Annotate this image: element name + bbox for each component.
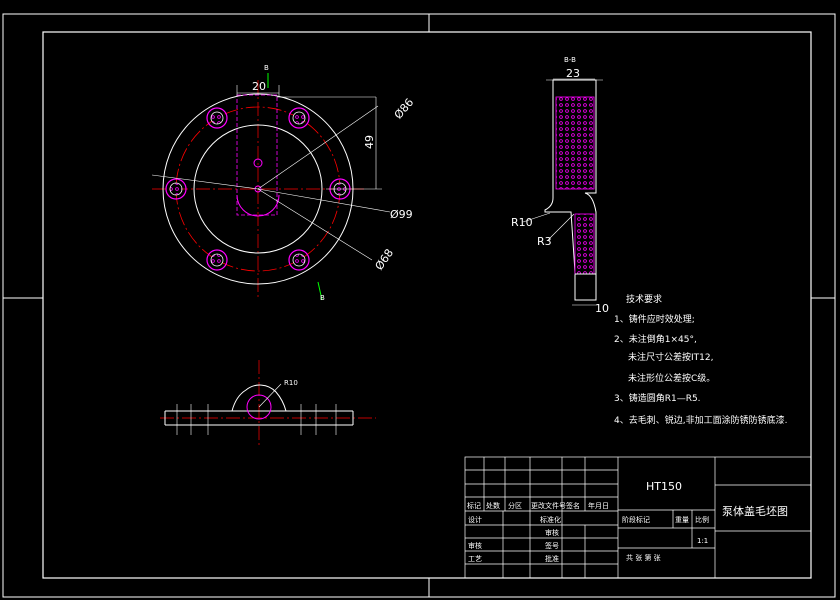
tech-item-2: 2、未注倒角1×45°,	[614, 333, 697, 345]
bolt-hole	[288, 107, 310, 129]
bolt-hole-core	[210, 111, 224, 125]
section-radius-large: R10	[511, 216, 533, 229]
top-dim-width: 20	[252, 80, 266, 93]
inner-frame	[42, 31, 812, 579]
hdr-nianyueri: 年月日	[588, 501, 609, 510]
mid-qianhao: 签号	[545, 541, 559, 550]
tech-item-1: 1、铸件应时效处理;	[614, 313, 695, 325]
bolt-hole	[288, 249, 310, 271]
bolt-hole-core	[210, 253, 224, 267]
bolt-hole-core	[292, 111, 306, 125]
dia-outer-label: Ø86	[392, 96, 417, 122]
tech-item-5: 3、铸造圆角R1—R5.	[614, 392, 701, 404]
section-dim-width: 23	[566, 67, 580, 80]
mid-pizhun: 批准	[545, 554, 559, 563]
tech-item-6: 4、去毛刺、锐边,非加工面涂防锈防锈底漆.	[614, 414, 787, 426]
scale-value: 1:1	[697, 537, 708, 545]
hdr-qianming: 签名	[566, 501, 580, 510]
dia-pcd-label: Ø99	[390, 208, 413, 221]
section-view: B-B 23 R10 R3 10	[511, 56, 609, 315]
front-radius-label: R10	[284, 379, 298, 387]
hdr-chushu: 处数	[486, 501, 500, 510]
section-label-top: B	[264, 64, 269, 72]
front-view: R10	[160, 360, 376, 445]
mid-shenhe: 审核	[545, 528, 559, 537]
top-dim-height: 49	[363, 135, 376, 149]
section-title: B-B	[564, 56, 576, 64]
drawing-name: 泵体盖毛坯图	[722, 504, 788, 518]
bolt-hole	[206, 249, 228, 271]
stage-jieduan: 阶段标记	[622, 515, 650, 524]
tech-item-4: 未注形位公差按C级。	[628, 372, 715, 384]
section-label-bottom: B	[320, 294, 325, 302]
material-label: HT150	[646, 480, 682, 493]
stage-zhongliang: 重量	[675, 516, 689, 524]
hdr-gengai: 更改文件号	[531, 501, 566, 510]
row-sheji: 设计	[468, 515, 482, 524]
outer-border	[2, 13, 836, 598]
title-block	[464, 456, 812, 579]
row-shenhe: 审核	[468, 541, 482, 550]
section-dim-bottom: 10	[595, 302, 609, 315]
sheet-text: 共 张 第 张	[626, 553, 661, 562]
dia-flange-label: Ø68	[372, 247, 396, 273]
title-header-labels: 标记 处数 分区 更改文件号 签名 年月日 设计 审核 工艺 标准化 审核 签号…	[467, 501, 709, 563]
tech-item-3: 未注尺寸公差按IT12,	[628, 351, 713, 363]
hdr-biaoji: 标记	[467, 501, 481, 510]
tech-requirements: 技术要求 1、铸件应时效处理; 2、未注倒角1×45°, 未注尺寸公差按IT12…	[614, 293, 787, 426]
bolt-hole-core	[292, 253, 306, 267]
mid-biaozhunhua: 标准化	[540, 515, 561, 524]
top-view: 20 49 Ø86 Ø99 Ø68 B B	[151, 64, 417, 302]
bolt-hole-core	[169, 182, 183, 196]
stage-bili: 比例	[695, 515, 709, 524]
row-gongyi: 工艺	[468, 555, 482, 563]
section-radius-small: R3	[537, 235, 552, 248]
bolt-hole	[165, 178, 187, 200]
hdr-fenqu: 分区	[508, 501, 522, 510]
bolt-hole	[206, 107, 228, 129]
tech-heading: 技术要求	[626, 293, 662, 305]
